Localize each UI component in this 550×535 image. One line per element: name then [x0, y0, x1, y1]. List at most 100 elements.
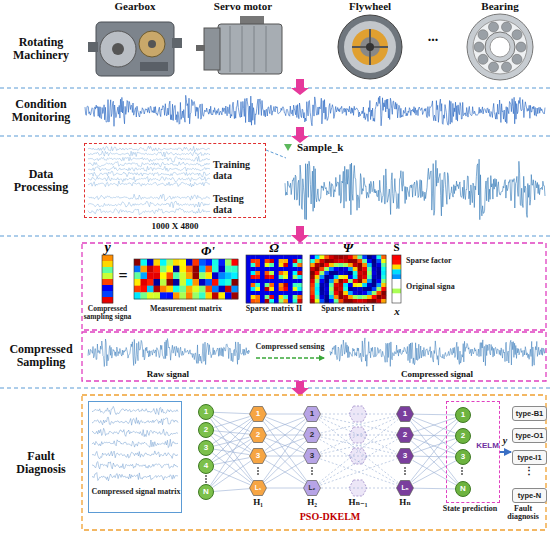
matrix-cell — [246, 259, 251, 263]
matrix-cell — [358, 255, 363, 259]
matrix-outline — [392, 255, 401, 303]
hidden-neuron: Lₙ — [396, 480, 414, 496]
matrix-cell — [219, 259, 226, 266]
matrix-cell — [260, 283, 265, 287]
hexagon-outline — [304, 407, 321, 422]
matrix-cell — [293, 263, 298, 267]
neuron-connection — [267, 414, 303, 415]
matrix-outline — [102, 255, 113, 303]
matrix-cell — [329, 267, 334, 271]
output-neuron: 2 — [455, 428, 471, 444]
matrix-cell — [186, 292, 193, 299]
matrix-cell — [315, 295, 320, 299]
matrix-cell — [353, 275, 358, 279]
neuron-connection — [321, 435, 396, 436]
node-number: type-N — [513, 489, 546, 502]
sample-marker — [284, 144, 292, 151]
diagnosis-panel — [82, 395, 546, 530]
matrix-cell — [293, 283, 298, 287]
matrix-cell — [274, 295, 279, 299]
matrix-cell — [167, 286, 174, 293]
matrix-cell — [255, 295, 260, 299]
hexagon-outline — [250, 428, 267, 443]
matrix-cell — [392, 265, 401, 270]
text-label: Data Processing — [2, 168, 80, 193]
matrix-cell — [246, 267, 251, 271]
matrix-cell — [348, 267, 353, 271]
text-label: Sample_k — [297, 142, 367, 154]
matrix-cell — [180, 259, 187, 266]
node-number: 2 — [396, 427, 414, 443]
matrix-cell — [367, 287, 372, 291]
matrix-cell — [212, 259, 219, 266]
matrix-cell — [343, 267, 348, 271]
signal-waveform — [92, 417, 178, 425]
matrix-cell — [358, 287, 363, 291]
matrix-cell — [293, 295, 298, 299]
matrix-cell — [180, 272, 187, 279]
signal-waveform — [88, 166, 210, 171]
matrix-cell — [339, 255, 344, 259]
matrix-cell — [246, 283, 251, 287]
signal-waveform — [88, 181, 210, 187]
matrix-cell — [265, 291, 270, 295]
hidden-neuron: 1 — [396, 406, 414, 422]
matrix-cell — [154, 286, 161, 293]
signal-matrix-box: Compressed signal matrix — [88, 401, 182, 513]
matrix-cell — [225, 272, 232, 279]
matrix-cell — [260, 291, 265, 295]
fault-type-box: type-B1 — [512, 406, 547, 421]
matrix-cell — [212, 266, 219, 273]
matrix-cell — [315, 267, 320, 271]
signal-waveform — [88, 162, 210, 167]
matrix-cell — [348, 271, 353, 275]
matrix-cell — [329, 275, 334, 279]
matrix-cell — [274, 275, 279, 279]
matrix-cell — [353, 259, 358, 263]
neuron-connection — [265, 419, 305, 450]
text-label: Fault diagnosis — [500, 505, 546, 522]
matrix-cell — [348, 287, 353, 291]
matrix-cell — [372, 291, 377, 295]
matrix-cell — [310, 295, 315, 299]
layer-ellipsis-dots — [205, 467, 463, 483]
matrix-cell — [362, 259, 367, 263]
matrix-cell — [102, 297, 113, 303]
matrix-cell — [279, 287, 284, 291]
matrix-cell — [193, 272, 200, 279]
matrix-cell — [343, 263, 348, 267]
matrix-cell — [315, 275, 320, 279]
matrix-cell — [353, 271, 358, 275]
node-label: Φ' — [192, 244, 224, 258]
matrix-cell — [255, 271, 260, 275]
node-number: N — [456, 482, 470, 496]
matrix-cell — [147, 272, 154, 279]
node-number: 1 — [199, 405, 213, 419]
matrix-cell — [173, 279, 180, 286]
matrix-cell — [392, 284, 401, 289]
matrix-cell — [348, 259, 353, 263]
matrix-cell — [343, 271, 348, 275]
text-label: H₂ — [297, 498, 327, 507]
matrix-cell — [310, 291, 315, 295]
matrix-cell — [293, 255, 298, 259]
signal-waveform — [92, 439, 178, 447]
matrix-cell — [315, 299, 320, 303]
matrix-cell — [246, 299, 251, 303]
text-label: H₁ — [243, 498, 273, 507]
node-number: 1 — [456, 408, 470, 422]
matrix-cell — [339, 267, 344, 271]
matrix-cell — [206, 279, 213, 286]
matrix-cell — [288, 299, 293, 303]
matrix-cell — [225, 266, 232, 273]
matrix-cell — [358, 259, 363, 263]
hidden-neuron: 1 — [303, 406, 321, 422]
matrix-cell — [102, 261, 113, 267]
signal-waveform — [92, 462, 178, 469]
matrix-cell — [392, 260, 401, 265]
node-label: Testing data — [213, 194, 265, 215]
matrix-cell — [362, 263, 367, 267]
matrix-cell — [265, 271, 270, 275]
input-neuron: 3 — [198, 440, 214, 456]
